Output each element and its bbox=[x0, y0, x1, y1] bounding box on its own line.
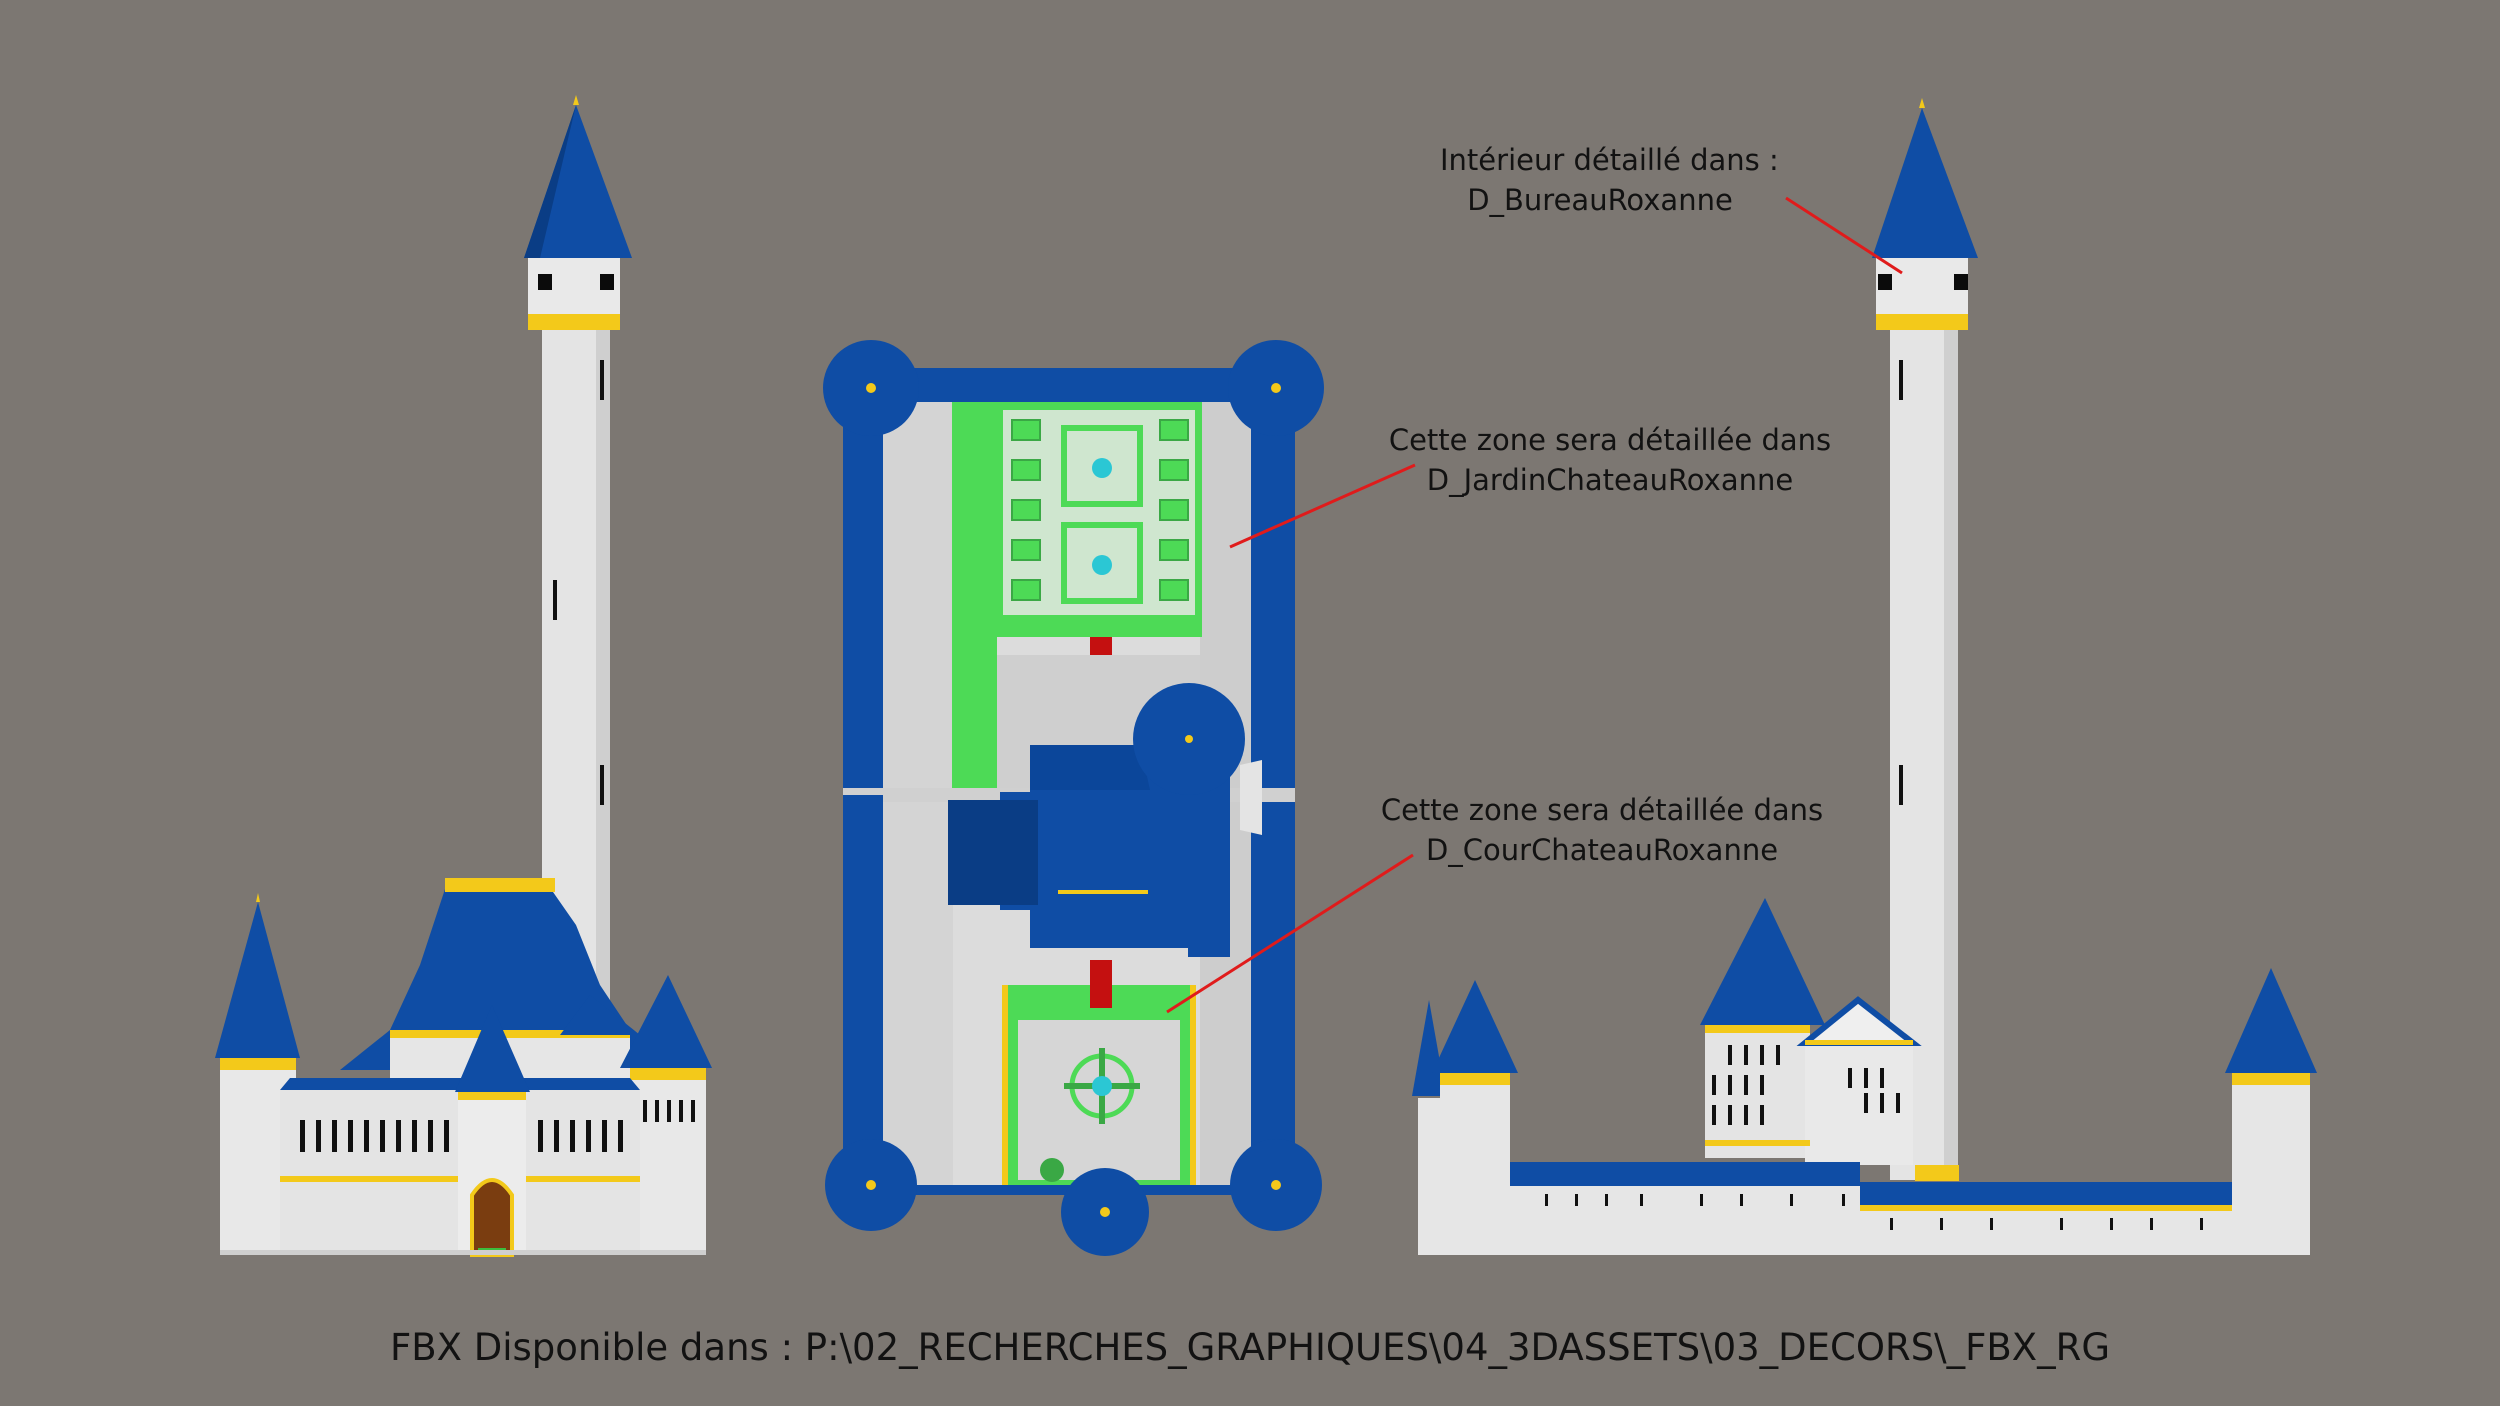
plan-fountain-court bbox=[1092, 1076, 1112, 1096]
annotation-court-line2: D_CourChateauRoxanne bbox=[1425, 833, 1779, 867]
annotation-garden-zone: Cette zone sera détaillée dans D_JardinC… bbox=[1370, 420, 1850, 500]
plan-red-carpet-bottom bbox=[1090, 960, 1112, 1008]
front-main-roof bbox=[390, 883, 630, 1030]
callout-lines bbox=[1166, 196, 1903, 1014]
callout-line-court bbox=[1166, 853, 1414, 1014]
castle-side-view bbox=[1412, 98, 2317, 1255]
side-tall-tower-roof bbox=[1872, 108, 1978, 258]
castle-front-view bbox=[215, 95, 712, 1257]
annotation-tower-line1: Intérieur détaillé dans : bbox=[1440, 143, 1779, 177]
front-gate-door bbox=[470, 1178, 514, 1257]
front-tall-tower-roof bbox=[524, 105, 632, 258]
callout-line-tower bbox=[1785, 196, 1903, 275]
castle-top-view bbox=[823, 340, 1324, 1256]
side-left-tower-small bbox=[1418, 1098, 1440, 1255]
annotation-court-zone: Cette zone sera détaillée dans D_CourCha… bbox=[1362, 790, 1842, 870]
annotation-tower-interior: Intérieur détaillé dans : D_BureauRoxann… bbox=[1440, 140, 1779, 220]
plan-fountain-top bbox=[1092, 458, 1112, 478]
side-keep-tower bbox=[1705, 1028, 1810, 1158]
plan-red-carpet-top bbox=[1090, 637, 1112, 659]
side-left-tower bbox=[1440, 1078, 1510, 1255]
annotation-garden-line2: D_JardinChateauRoxanne bbox=[1426, 463, 1794, 497]
annotation-tower-line2: D_BureauRoxanne bbox=[1467, 183, 1733, 217]
annotation-garden-line1: Cette zone sera détaillée dans bbox=[1388, 423, 1832, 457]
fbx-path-footer: FBX Disponible dans : P:\02_RECHERCHES_G… bbox=[389, 1326, 2111, 1369]
callout-line-garden bbox=[1229, 463, 1416, 549]
side-right-tower bbox=[2232, 1078, 2310, 1255]
plan-fountain-mid bbox=[1092, 555, 1112, 575]
annotation-court-line1: Cette zone sera détaillée dans bbox=[1380, 793, 1824, 827]
